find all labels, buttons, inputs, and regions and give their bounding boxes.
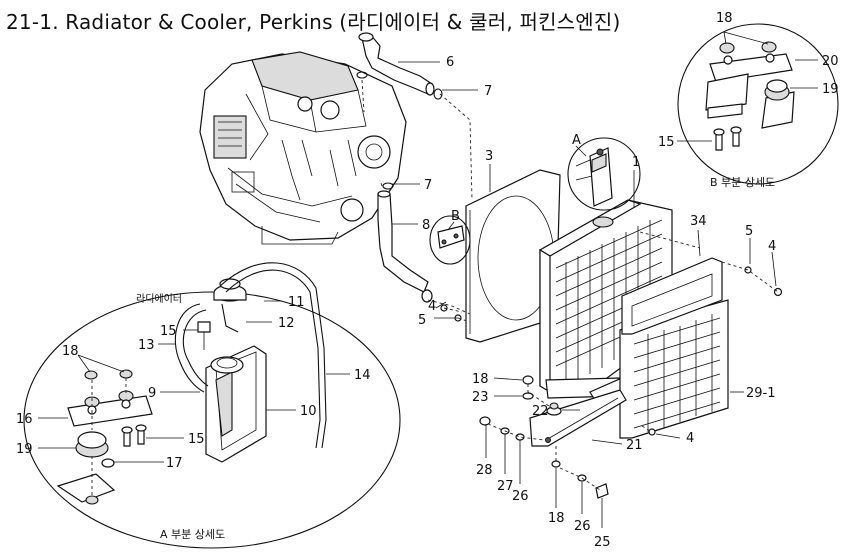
callout-9: 9 [148, 386, 156, 401]
callout-28: 28 [476, 463, 493, 478]
callout-10: 10 [300, 404, 317, 419]
callout-5: 5 [418, 313, 426, 328]
callout-4: 4 [768, 239, 776, 254]
callout-6: 6 [446, 55, 454, 70]
callout-1: 1 [632, 155, 640, 170]
detail-b-view [677, 23, 839, 185]
detail-a-view [23, 262, 401, 549]
callout-21: 21 [626, 438, 643, 453]
callout-16: 16 [16, 412, 33, 427]
callout-29-1: 29-1 [746, 386, 776, 401]
callout-14: 14 [354, 368, 371, 383]
callout-7: 7 [424, 178, 432, 193]
callout-26: 26 [574, 519, 591, 534]
radiator-label: 라디에이터 [136, 293, 182, 305]
lower-hose [377, 182, 433, 303]
callout-27: 27 [497, 479, 514, 494]
callout-17: 17 [166, 456, 183, 471]
callout-23: 23 [472, 390, 489, 405]
callout-8: 8 [422, 218, 430, 233]
callout-18: 18 [62, 344, 79, 359]
leader-lines [38, 31, 818, 528]
callout-3: 3 [485, 149, 493, 164]
cooler-cover-frame [621, 257, 723, 335]
callout-4: 4 [686, 431, 694, 446]
callout-18: 18 [472, 372, 489, 387]
marker-a: A [572, 133, 581, 148]
detail-a-bubble [567, 137, 641, 211]
engine-illustration [199, 51, 407, 245]
callout-4: 4 [428, 299, 436, 314]
callout-5: 5 [745, 224, 753, 239]
upper-hose [356, 32, 443, 100]
callout-15: 15 [658, 135, 675, 150]
detail-b-bubble [429, 215, 471, 265]
marker-b: B [451, 209, 460, 224]
callout-18: 18 [548, 511, 565, 526]
callout-7: 7 [484, 84, 492, 99]
callout-11: 11 [288, 295, 305, 310]
callout-25: 25 [594, 535, 611, 550]
callout-13: 13 [138, 338, 155, 353]
callout-12: 12 [278, 316, 295, 331]
callout-numbers: 1 3 5 4 4 5 4 6 7 7 8 9 10 11 12 13 14 1… [16, 11, 839, 550]
callout-19: 19 [16, 442, 33, 457]
callout-18: 18 [716, 11, 733, 26]
callout-34: 34 [690, 214, 707, 229]
page-title: 21-1. Radiator & Cooler, Perkins (라디에이터 … [6, 10, 621, 34]
callout-15: 15 [188, 432, 205, 447]
mount-bracket [529, 389, 627, 447]
detail-b-caption: B 부분 상세도 [710, 176, 775, 189]
detail-a-caption: A 부분 상세도 [160, 528, 225, 541]
callout-15: 15 [160, 324, 177, 339]
callout-22: 22 [532, 404, 549, 419]
assembly-lines [361, 79, 779, 491]
callout-26: 26 [512, 489, 529, 504]
callout-19: 19 [822, 82, 839, 97]
callout-20: 20 [822, 54, 839, 69]
